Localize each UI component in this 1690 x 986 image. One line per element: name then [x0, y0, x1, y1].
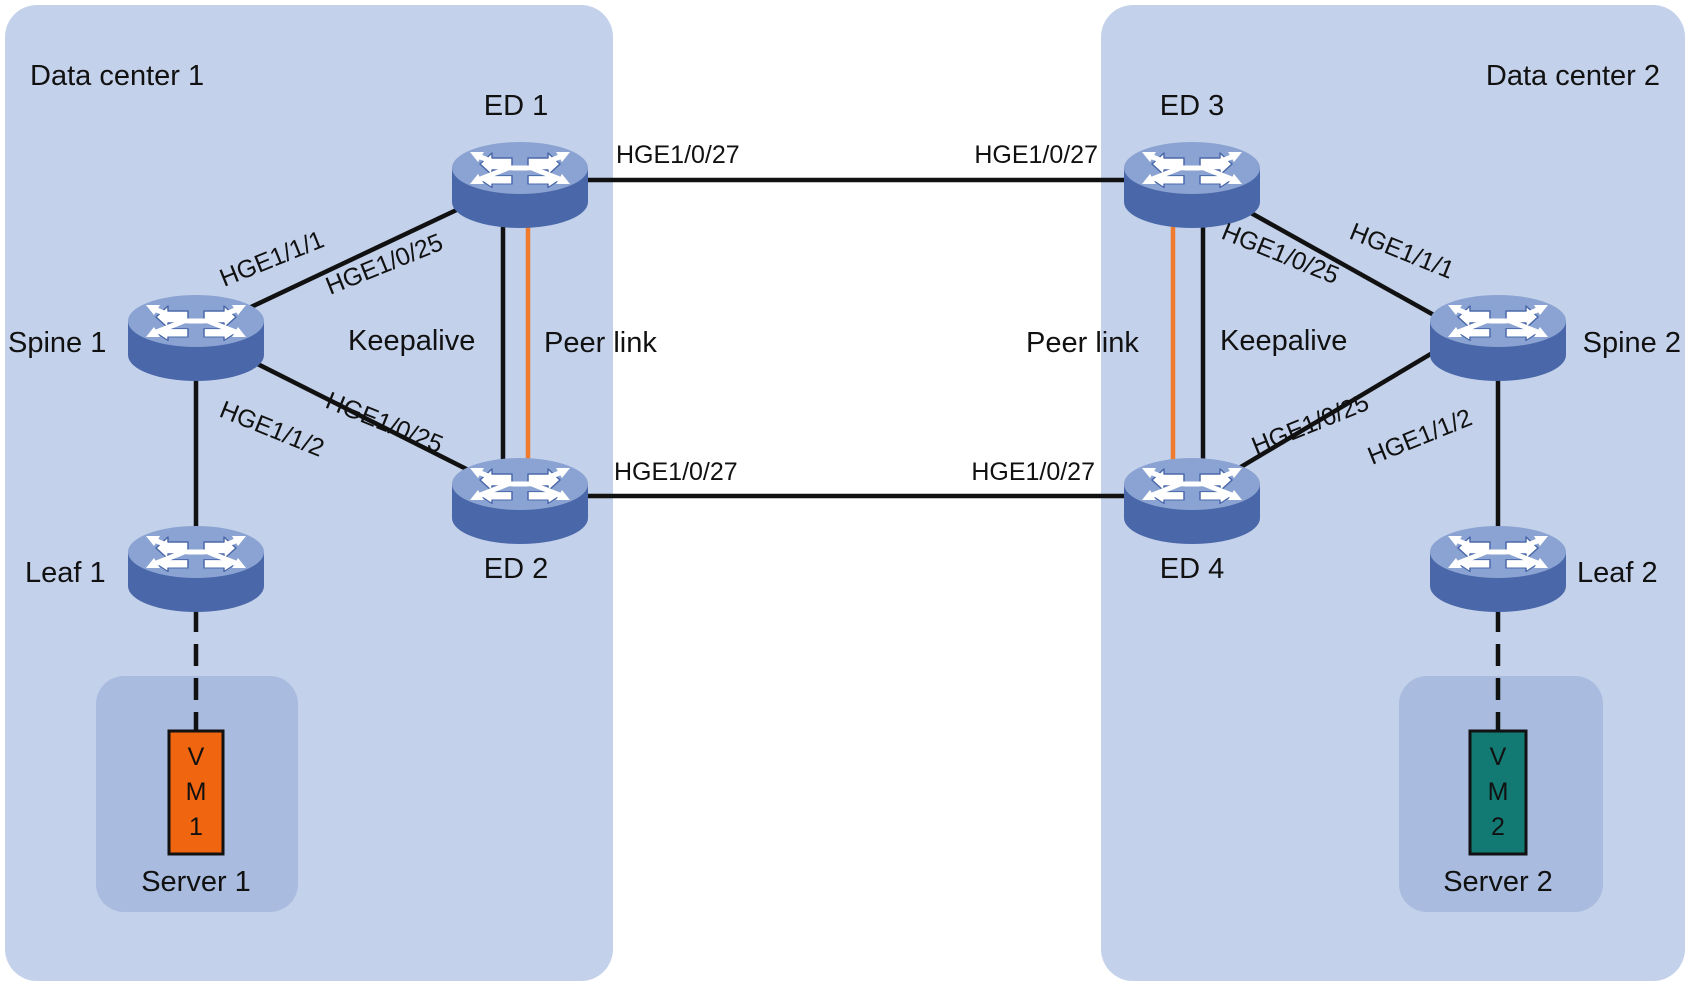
vm1-letter-2: M	[186, 778, 207, 806]
port-ed2-to-ed4: HGE1/0/27	[614, 458, 738, 486]
port-ed1-to-ed3: HGE1/0/27	[616, 141, 740, 169]
ed2-label: ED 2	[484, 553, 548, 585]
server2-label: Server 2	[1443, 866, 1553, 898]
port-ed4-to-ed2: HGE1/0/27	[971, 458, 1095, 486]
leaf1-label: Leaf 1	[25, 557, 106, 589]
spine1-switch-icon	[128, 295, 264, 381]
keepalive-label-dc1: Keepalive	[348, 325, 475, 357]
server1-label: Server 1	[141, 866, 251, 898]
ed4-switch-icon	[1124, 458, 1260, 544]
vm1-letter-3: 1	[189, 813, 203, 841]
vm2-letter-3: 2	[1491, 813, 1505, 841]
peer-link-label-dc1: Peer link	[544, 327, 657, 359]
vm2-icon	[1468, 729, 1528, 856]
keepalive-label-dc2: Keepalive	[1220, 325, 1347, 357]
vm2-letter-2: M	[1488, 778, 1509, 806]
leaf2-label: Leaf 2	[1577, 557, 1658, 589]
spine1-label: Spine 1	[8, 327, 106, 359]
datacenter-1-title: Data center 1	[30, 60, 204, 92]
ed1-switch-icon	[452, 142, 588, 228]
spine2-label: Spine 2	[1583, 327, 1681, 359]
ed3-switch-icon	[1124, 142, 1260, 228]
peer-link-label-dc2: Peer link	[1026, 327, 1139, 359]
ed4-label: ED 4	[1160, 553, 1224, 585]
spine2-switch-icon	[1430, 295, 1566, 381]
vm2-letter-1: V	[1490, 743, 1507, 771]
vm1-letter-1: V	[188, 743, 205, 771]
datacenter-2-title: Data center 2	[1486, 60, 1660, 92]
port-ed3-to-ed1: HGE1/0/27	[974, 141, 1098, 169]
ed1-label: ED 1	[484, 90, 548, 122]
vm1-icon	[167, 729, 225, 856]
leaf1-switch-icon	[128, 526, 264, 612]
ed2-switch-icon	[452, 458, 588, 544]
ed3-label: ED 3	[1160, 90, 1224, 122]
leaf2-switch-icon	[1430, 526, 1566, 612]
